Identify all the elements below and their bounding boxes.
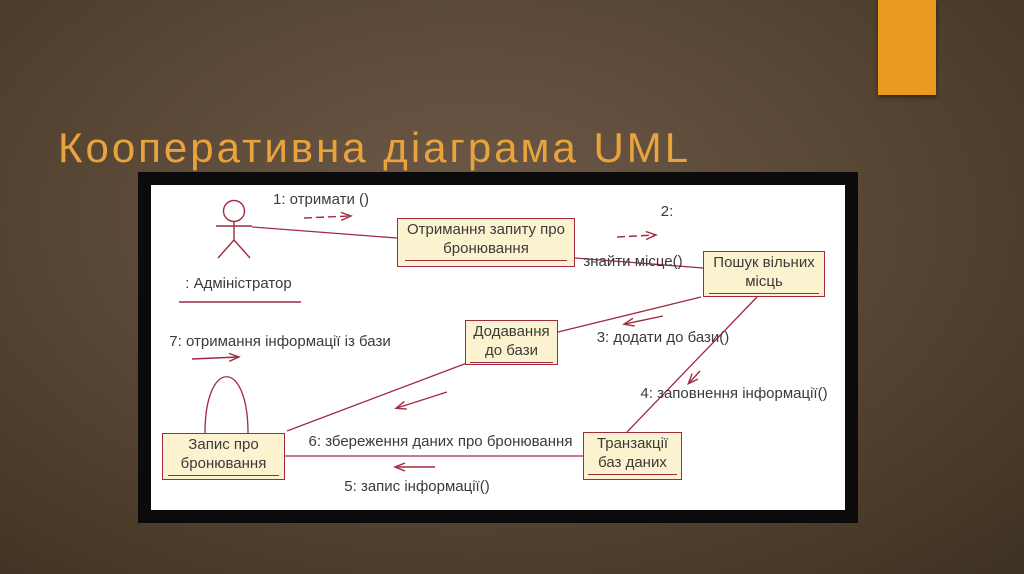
link-search-transaction bbox=[626, 296, 758, 433]
object-underline bbox=[167, 474, 280, 476]
object-underline bbox=[708, 292, 820, 294]
node-record-line1: Запис про bbox=[188, 436, 259, 453]
uml-collaboration-diagram: : Адміністратор 1: отримати () 2: знайти… bbox=[151, 185, 845, 510]
message-5-label: 5: запис інформації() bbox=[344, 478, 490, 495]
diagram-frame: : Адміністратор 1: отримати () 2: знайти… bbox=[138, 172, 858, 523]
node-request-line1: Отримання запиту про bbox=[406, 221, 565, 238]
message-4-label: 4: заповнення інформації() bbox=[640, 385, 828, 402]
node-transaction-line2: баз даних bbox=[598, 453, 667, 471]
node-add: Додавання до бази bbox=[465, 320, 558, 365]
arrow-2 bbox=[616, 230, 658, 241]
object-underline bbox=[587, 473, 678, 475]
page-title: Кооперативна діаграма UML bbox=[58, 124, 692, 172]
message-arrows bbox=[191, 211, 701, 472]
node-add-line2: до бази bbox=[485, 341, 538, 359]
accent-rectangle bbox=[878, 0, 936, 95]
message-7-label: 7: отримання інформації із бази bbox=[169, 333, 391, 350]
self-link-arc bbox=[204, 376, 249, 434]
node-transaction-line1: Транзакції bbox=[596, 435, 669, 452]
node-search: Пошук вільних місць bbox=[703, 251, 825, 297]
link-actor-request bbox=[251, 226, 398, 239]
actor-label: : Адміністратор bbox=[185, 275, 292, 292]
arrow-6 bbox=[394, 391, 448, 410]
arrow-3 bbox=[622, 315, 664, 327]
arrow-4 bbox=[687, 370, 701, 386]
node-add-line1: Додавання bbox=[473, 323, 550, 340]
link-request-search bbox=[574, 257, 704, 269]
node-request: Отримання запиту про бронювання bbox=[397, 218, 575, 267]
link-search-add bbox=[557, 296, 702, 333]
arrow-7 bbox=[191, 352, 241, 363]
message-6-label: 6: збереження даних про бронювання bbox=[308, 433, 573, 450]
node-request-line2: бронювання bbox=[443, 239, 529, 257]
link-add-record bbox=[286, 362, 468, 432]
node-search-line1: Пошук вільних bbox=[713, 254, 815, 271]
arrow-1 bbox=[303, 211, 353, 222]
diagram-lines bbox=[179, 199, 758, 472]
node-transaction: Транзакції баз даних bbox=[583, 432, 682, 480]
message-2-number: 2: bbox=[660, 203, 674, 220]
message-1-label: 1: отримати () bbox=[272, 191, 369, 208]
message-2-name: знайти місце() bbox=[583, 253, 683, 270]
actor-icon bbox=[216, 199, 252, 259]
object-links bbox=[204, 226, 758, 457]
message-3-label: 3: додати до бази() bbox=[596, 329, 730, 346]
node-record-line2: бронювання bbox=[180, 454, 267, 472]
node-record: Запис про бронювання bbox=[162, 433, 285, 480]
object-underline bbox=[469, 361, 554, 363]
node-search-line2: місць bbox=[745, 272, 783, 290]
object-underline bbox=[405, 259, 567, 261]
